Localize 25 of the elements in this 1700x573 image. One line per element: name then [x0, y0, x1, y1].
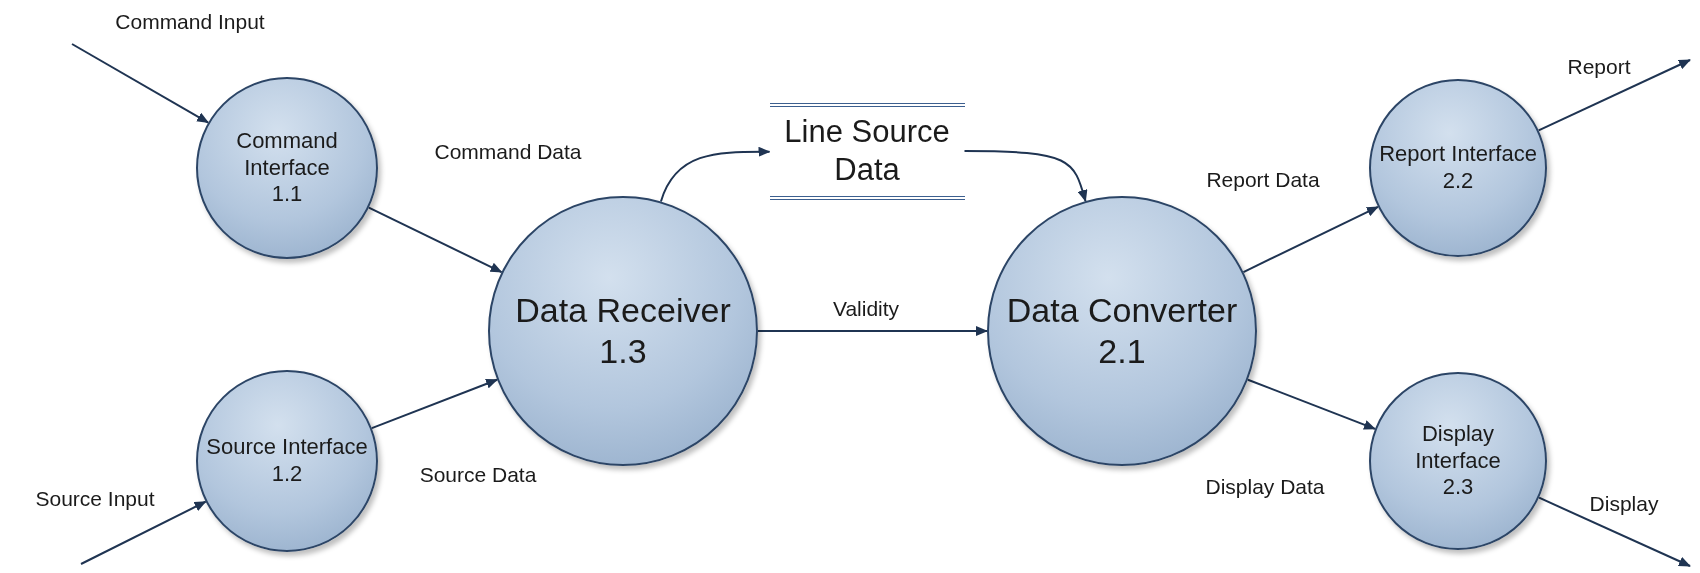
arrow: [1246, 378, 1376, 430]
arrow: [1537, 59, 1691, 132]
arrow: [1242, 205, 1379, 274]
process-name: Command Interface: [235, 127, 339, 182]
arrow: [659, 146, 771, 203]
arrow: [757, 326, 988, 336]
data-store: [769, 102, 965, 200]
process-number: 1.3: [598, 331, 648, 372]
arrow: [1538, 496, 1691, 567]
process-number: 1.2: [270, 461, 304, 488]
process-number: 1.1: [270, 181, 304, 209]
process-name: Display Interface: [1414, 420, 1502, 475]
process-name: Report Interface: [1378, 141, 1538, 168]
process-name: Source Interface: [205, 434, 369, 461]
process-number: 2.2: [1441, 168, 1475, 195]
process-number: 2.1: [1097, 331, 1147, 372]
arrow: [963, 150, 1088, 202]
arrow: [370, 378, 499, 430]
store-name: Line Source Data: [783, 113, 951, 189]
arrow: [71, 43, 210, 124]
arrow: [367, 206, 503, 274]
process-number: 2.3: [1441, 474, 1475, 502]
process-name: Data Converter: [1005, 289, 1239, 331]
arrow: [80, 500, 207, 565]
process-name: Data Receiver: [514, 289, 732, 331]
